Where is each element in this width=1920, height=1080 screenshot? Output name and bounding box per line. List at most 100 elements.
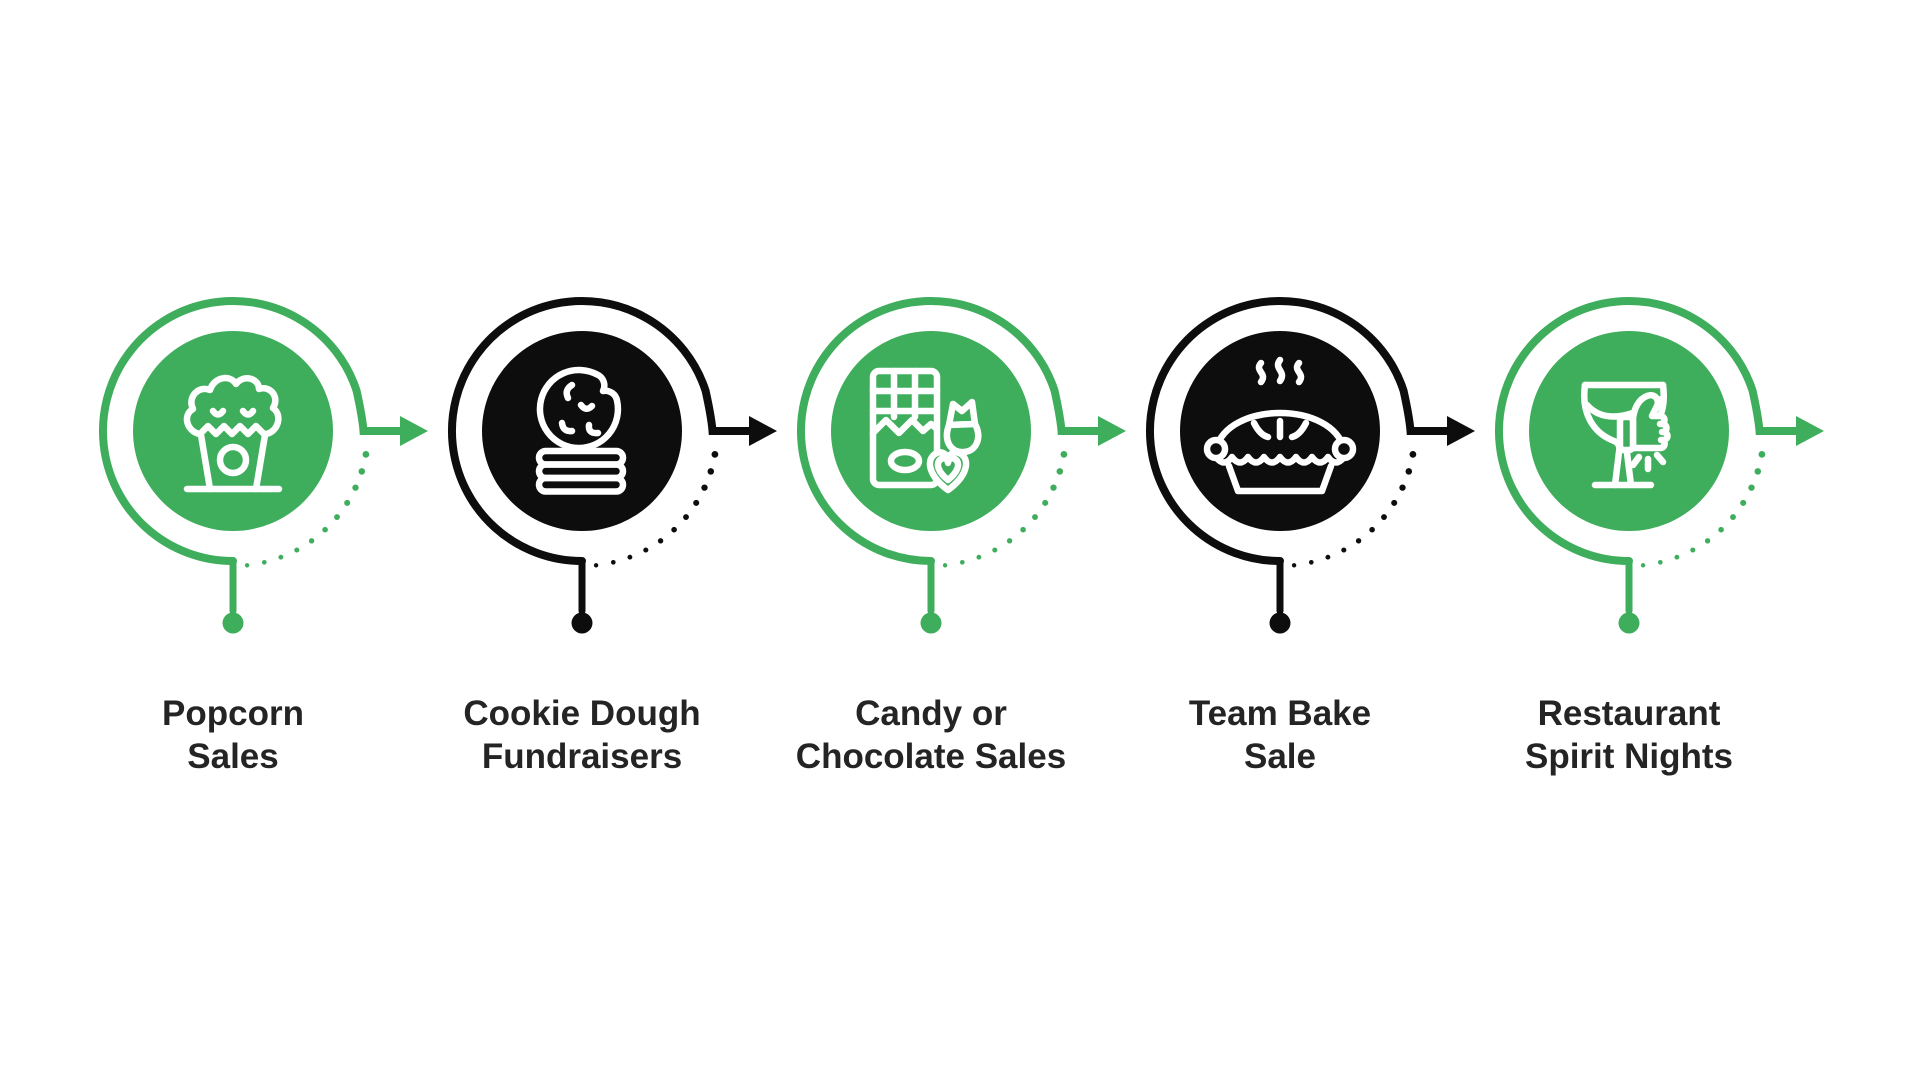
arc-dot: [1325, 554, 1331, 560]
step-label-line: Cookie Dough: [463, 694, 701, 733]
arc-dot: [1704, 538, 1711, 544]
step-label-line: Team Bake: [1188, 694, 1372, 733]
arc-dot: [352, 484, 359, 491]
arc-dot: [1369, 526, 1375, 533]
step-label-line: Popcorn: [162, 694, 304, 733]
arc-dot: [308, 538, 315, 544]
step-label: Cookie Dough Fundraisers: [402, 692, 762, 778]
arrowhead-icon: [1098, 416, 1126, 446]
stem-dot: [920, 612, 942, 634]
outer-ring-arc: [796, 297, 1102, 565]
arc-dot: [627, 554, 633, 560]
dotted-arc: [942, 451, 1068, 568]
outer-ring-arc: [1494, 297, 1800, 565]
step-label: Team Bake Sale: [1100, 692, 1460, 778]
step-label-line: Fundraisers: [481, 737, 683, 776]
arc-dot: [1056, 468, 1064, 475]
arc-dot: [1020, 526, 1026, 533]
arc-dot: [1748, 484, 1755, 491]
step-label: Restaurant Spirit Nights: [1449, 692, 1809, 778]
arc-dot: [1032, 514, 1038, 521]
arc-dot: [261, 559, 267, 565]
arc-dot: [693, 499, 700, 506]
arc-dot: [593, 563, 599, 568]
arrowhead-icon: [749, 416, 777, 446]
arc-dot: [976, 554, 982, 560]
arc-dot: [1690, 547, 1696, 553]
arc-dot: [278, 554, 284, 560]
arc-dot: [244, 563, 250, 568]
step-label-line: Candy or: [855, 694, 1007, 733]
step-team-bake-sale: Team Bake Sale: [1100, 291, 1475, 911]
dotted-arc: [593, 451, 719, 568]
stem-dot: [571, 612, 593, 634]
outer-ring-arc: [1145, 297, 1451, 565]
step-graphic: [1494, 297, 1824, 634]
arc-dot: [344, 499, 351, 506]
arc-dot: [1060, 451, 1068, 458]
arc-dot: [1291, 563, 1297, 568]
arc-dot: [294, 547, 300, 553]
arc-dot: [358, 468, 366, 475]
step-label-line: Restaurant: [1537, 694, 1721, 733]
step-label: Candy or Chocolate Sales: [751, 692, 1111, 778]
step-graphic: [98, 297, 428, 634]
arc-dot: [322, 526, 328, 533]
arrowhead-icon: [1447, 416, 1475, 446]
arc-dot: [683, 514, 689, 521]
chocolate-candy-heart-icon: [869, 367, 982, 494]
arc-dot: [1405, 468, 1413, 475]
arrowhead-icon: [400, 416, 428, 446]
stem-dot: [1269, 612, 1291, 634]
arc-dot: [701, 484, 708, 491]
dotted-arc: [1291, 451, 1417, 568]
arc-dot: [1758, 451, 1766, 458]
arc-dot: [1381, 514, 1387, 521]
arc-dot: [1050, 484, 1057, 491]
step-label: Popcorn Sales: [53, 692, 413, 778]
step-label-line: Sales: [187, 737, 279, 776]
arc-dot: [643, 547, 649, 553]
arrowhead-icon: [1796, 416, 1824, 446]
arc-dot: [1399, 484, 1406, 491]
steaming-pie-icon: [1203, 356, 1357, 495]
arc-dot: [362, 451, 370, 458]
stem-dot: [1618, 612, 1640, 634]
arc-dot: [1657, 559, 1663, 565]
drink-thumbs-up-icon: [1581, 381, 1671, 489]
arc-dot: [1409, 451, 1417, 458]
step-graphic: [1145, 297, 1475, 634]
step-graphic: [796, 297, 1126, 634]
arc-dot: [1355, 538, 1362, 544]
arc-dot: [671, 526, 677, 533]
arc-dot: [1042, 499, 1049, 506]
step-cookie-dough-fundraisers: Cookie Dough Fundraisers: [402, 291, 777, 911]
step-label-line: Chocolate Sales: [795, 737, 1067, 776]
arc-dot: [657, 538, 664, 544]
step-label-line: Spirit Nights: [1524, 737, 1734, 776]
step-candy-chocolate-sales: Candy or Chocolate Sales: [751, 291, 1126, 911]
arc-dot: [610, 559, 616, 565]
dotted-arc: [1640, 451, 1766, 568]
arc-dot: [1341, 547, 1347, 553]
outer-ring-arc: [98, 297, 404, 565]
arc-dot: [1730, 514, 1736, 521]
stem-dot: [222, 612, 244, 634]
arc-dot: [1640, 563, 1646, 568]
step-graphic: [447, 297, 777, 634]
arc-dot: [1754, 468, 1762, 475]
arc-dot: [992, 547, 998, 553]
arc-dot: [942, 563, 948, 568]
popcorn-icon: [183, 374, 283, 493]
arc-dot: [1308, 559, 1314, 565]
outer-ring-arc: [447, 297, 753, 565]
arc-dot: [959, 559, 965, 565]
arc-dot: [1718, 526, 1724, 533]
arc-dot: [707, 468, 715, 475]
arc-dot: [1740, 499, 1747, 506]
step-restaurant-spirit-nights: Restaurant Spirit Nights: [1449, 291, 1824, 911]
arc-dot: [1006, 538, 1013, 544]
arc-dot: [711, 451, 719, 458]
arc-dot: [334, 514, 340, 521]
